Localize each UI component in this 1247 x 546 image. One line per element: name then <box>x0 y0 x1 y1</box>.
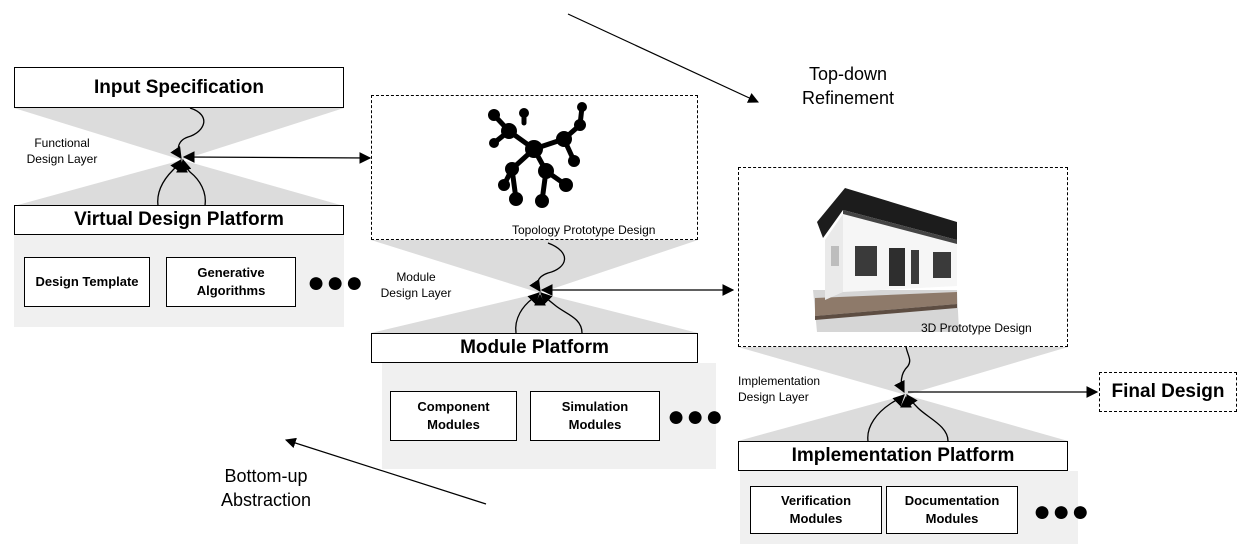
functional-design-layer-label: Functional Design Layer <box>26 136 98 166</box>
molecule-network-icon <box>488 102 587 208</box>
final-design-label: Final Design <box>1111 381 1225 402</box>
implementation-platform-title: Implementation Platform <box>791 445 1015 466</box>
simulation-modules-module: Simulation Modules <box>530 391 660 441</box>
module-layer-funnel-bottom <box>371 293 698 333</box>
module-input-curve <box>529 242 566 292</box>
implementation-input-curve <box>894 346 911 394</box>
3d-prototype-box: 3D Prototype Design <box>738 167 1068 347</box>
implementation-platform-more-dots: ●●● <box>1033 495 1091 528</box>
bottom-up-arrow <box>284 437 487 505</box>
virtual-platform-more-dots: ●●● <box>307 266 365 299</box>
topology-prototype-caption: Topology Prototype Design <box>512 223 656 237</box>
input-specification-title: Input Specification <box>94 76 264 98</box>
module-platform-more-dots: ●●● <box>667 400 725 433</box>
functional-layer-funnel-top <box>14 108 344 160</box>
virtual-design-platform-title-box: Virtual Design Platform <box>14 205 344 235</box>
module-design-layer-label: Module Design Layer <box>380 270 452 300</box>
implementation-design-layer-label: Implementation Design Layer <box>738 374 821 404</box>
virtual-design-platform-title: Virtual Design Platform <box>74 209 284 230</box>
topology-prototype-box: Topology Prototype Design <box>371 95 698 240</box>
module-platform-title-box: Module Platform <box>371 333 698 363</box>
documentation-modules-module: Documentation Modules <box>886 486 1018 534</box>
house-3d-icon <box>813 188 959 332</box>
functional-to-topology-arrow <box>182 151 372 164</box>
top-down-refinement-label: Top-down Refinement <box>801 64 895 109</box>
generative-algorithms-module: Generative Algorithms <box>166 257 296 307</box>
bottom-up-abstraction-label: Bottom-up Abstraction <box>220 466 312 511</box>
3d-prototype-caption: 3D Prototype Design <box>921 321 1032 335</box>
final-design-box: Final Design <box>1099 372 1237 412</box>
implementation-layer-funnel-top <box>738 347 1068 395</box>
functional-input-curve <box>170 107 205 159</box>
implementation-platform-title-box: Implementation Platform <box>738 441 1068 471</box>
implementation-layer-funnel-bottom <box>738 395 1068 441</box>
module-platform-title: Module Platform <box>460 337 609 358</box>
component-modules-module: Component Modules <box>390 391 517 441</box>
input-specification-box: Input Specification <box>14 67 344 108</box>
functional-layer-funnel-bottom <box>14 160 344 206</box>
top-down-arrow <box>567 13 759 103</box>
verification-modules-module: Verification Modules <box>750 486 882 534</box>
design-template-module: Design Template <box>24 257 150 307</box>
module-layer-funnel-top <box>371 240 698 293</box>
